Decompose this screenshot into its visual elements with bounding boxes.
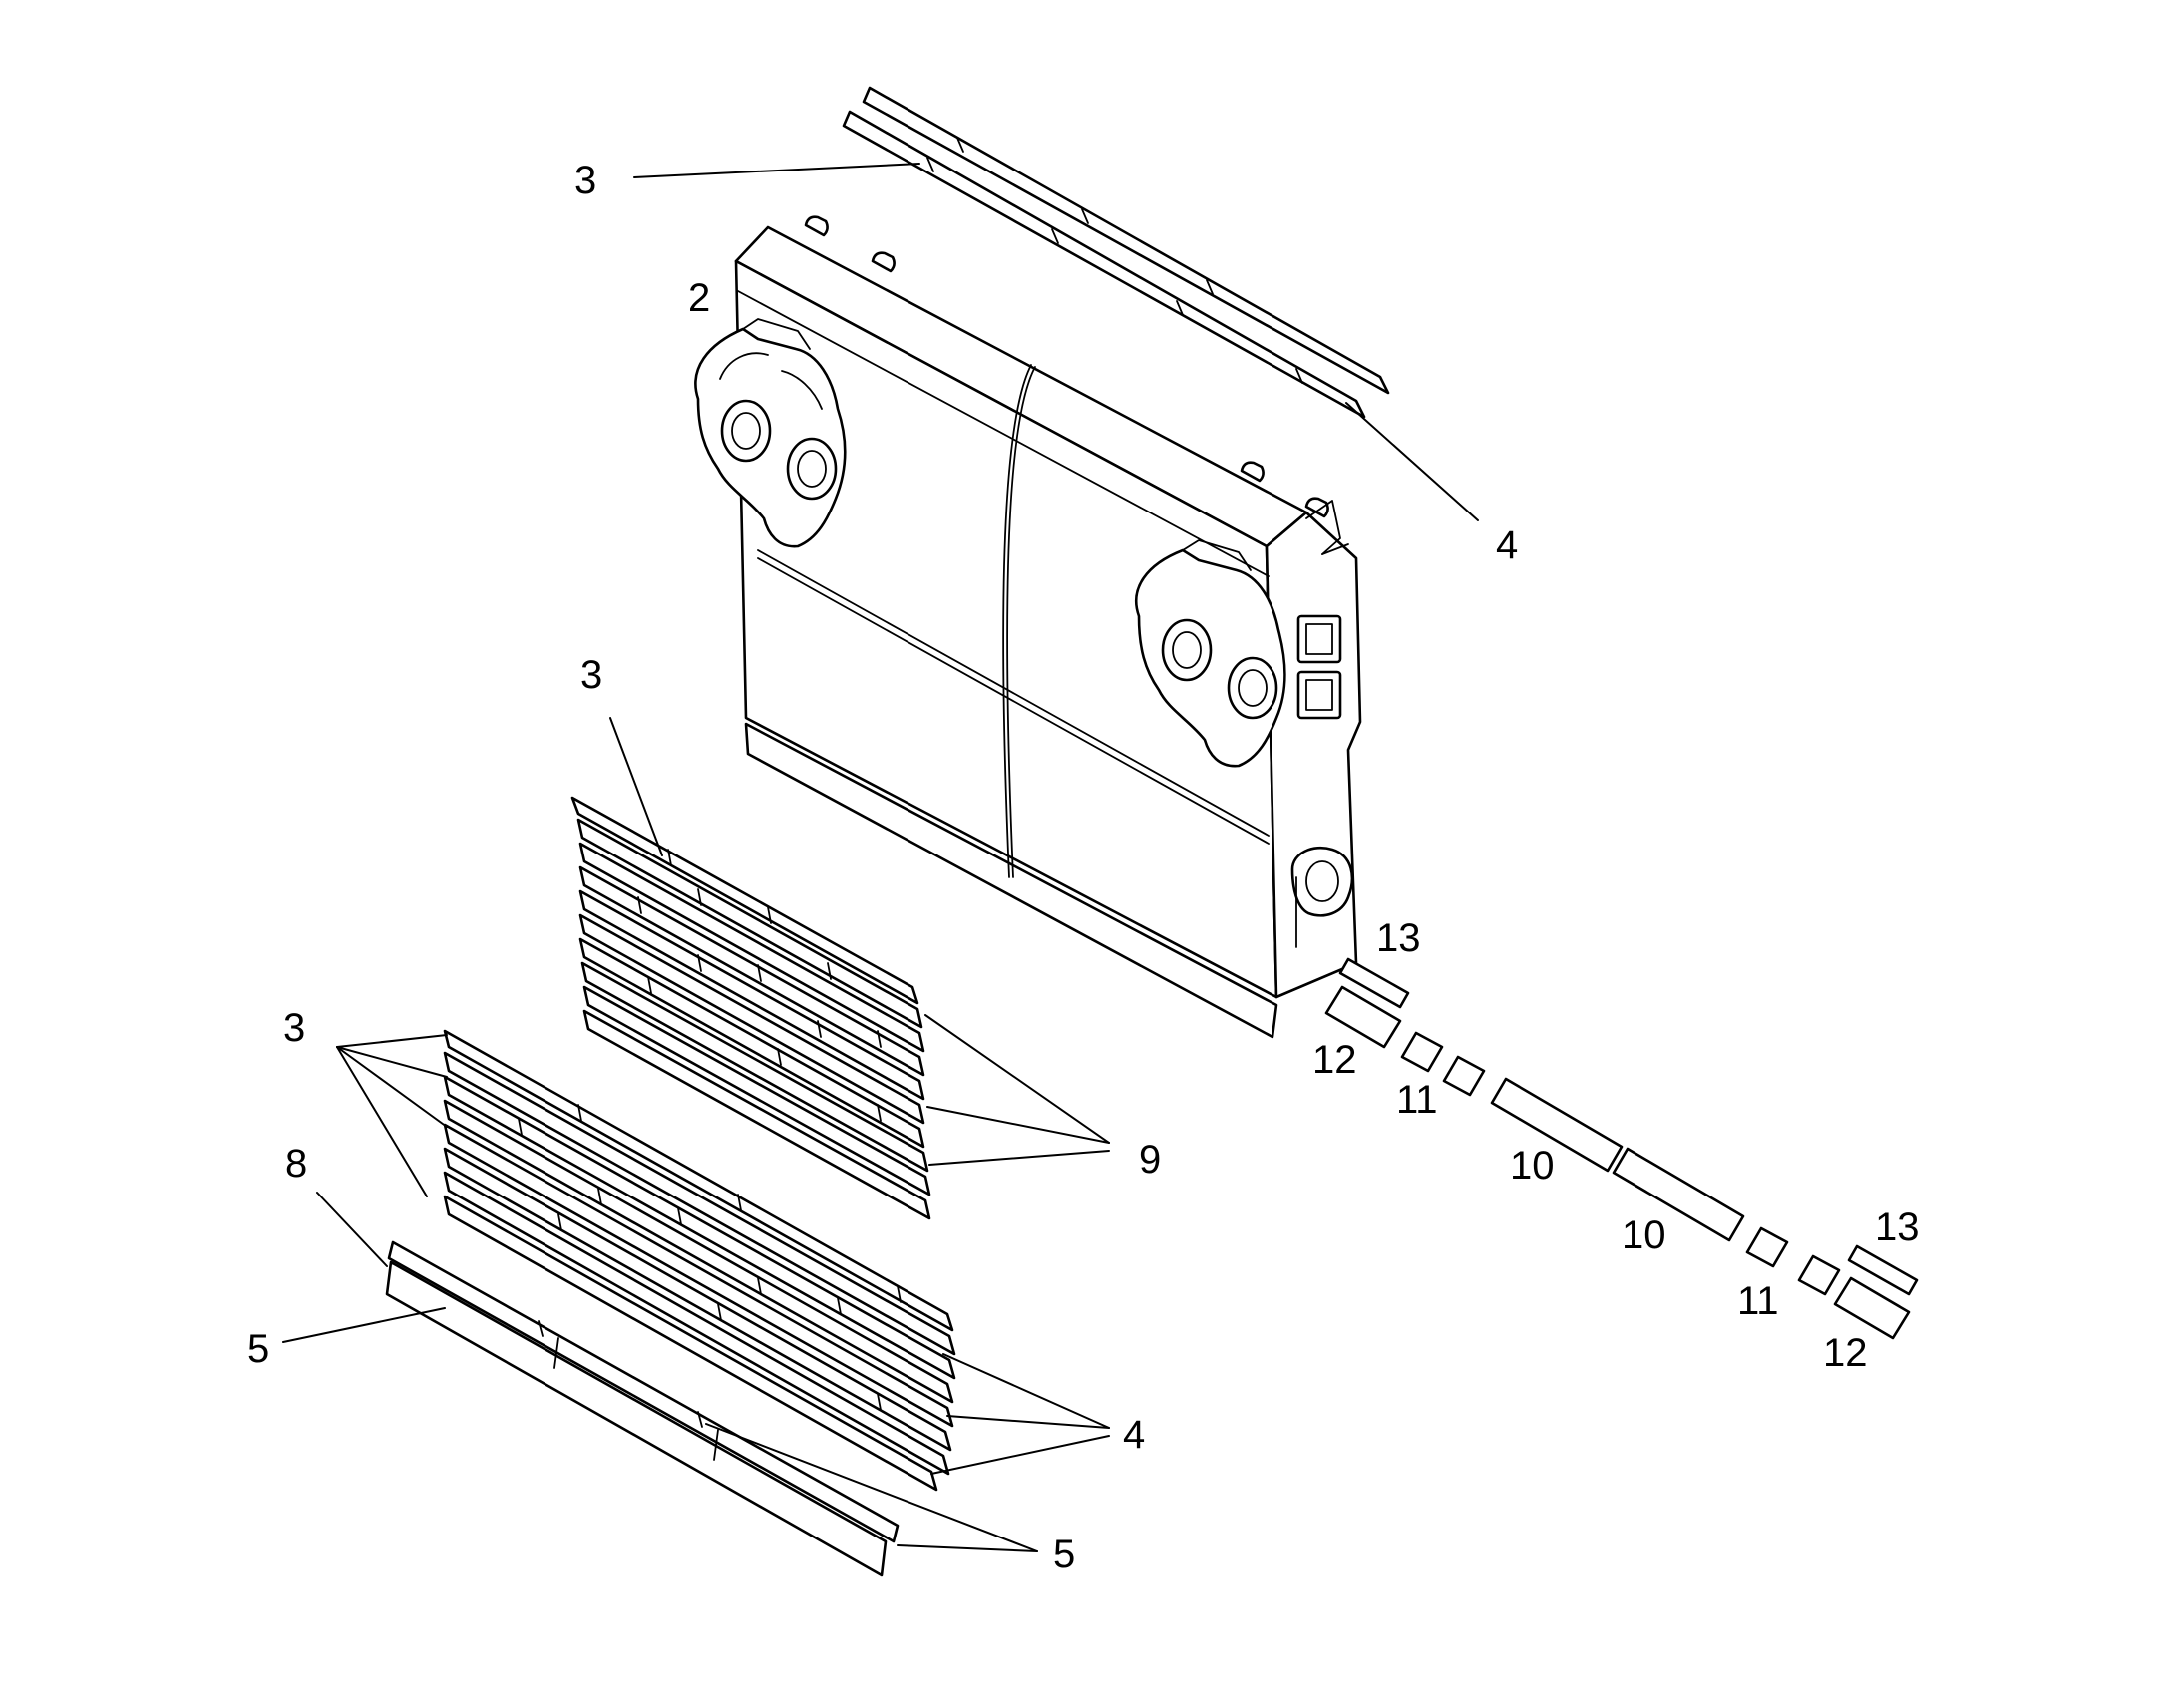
- part-10-b: [1612, 1147, 1745, 1242]
- callout-labels: 3 2 4 3 3 8 5 13 12 11 10 10 11 13 12 11…: [247, 159, 1920, 1576]
- lifting-lug: [1240, 461, 1265, 483]
- part-11-a: [1400, 1031, 1444, 1073]
- lifting-lug: [804, 215, 829, 237]
- part-10-a: [1490, 1077, 1624, 1173]
- callout-label: 13: [1376, 916, 1421, 960]
- callout-label: 2: [688, 276, 710, 320]
- part-12-upper: [1324, 985, 1402, 1049]
- callout-label: 9: [1139, 1138, 1161, 1182]
- lower-hinge-eye: [1290, 847, 1354, 917]
- part-11-b: [1442, 1055, 1486, 1097]
- callout-label: 10: [1510, 1144, 1555, 1188]
- lower-wear-plate-pack: [443, 1029, 956, 1492]
- part-13-upper: [1338, 957, 1410, 1009]
- callout-label: 3: [283, 1006, 305, 1050]
- callout-label: 3: [574, 159, 596, 202]
- top-wear-strips: [842, 86, 1390, 419]
- callout-label: 3: [580, 653, 602, 697]
- callout-label: 12: [1823, 1331, 1868, 1375]
- callout-label: 11: [1396, 1078, 1438, 1122]
- part-12-lower: [1833, 1276, 1911, 1340]
- callout-label: 5: [1053, 1533, 1075, 1576]
- lifting-lug: [871, 251, 896, 273]
- leader-lines: [282, 163, 1479, 1552]
- side-mount-lower: [1296, 670, 1342, 720]
- lifting-lug: [1304, 497, 1329, 518]
- side-mount-upper: [1296, 614, 1342, 664]
- part-11-c: [1745, 1226, 1789, 1268]
- callout-label: 5: [247, 1327, 269, 1371]
- small-parts: [1324, 957, 1919, 1340]
- callout-label: 8: [285, 1142, 307, 1186]
- bottom-strips: [385, 1240, 900, 1577]
- callout-label: 13: [1875, 1205, 1920, 1249]
- callout-label: 10: [1622, 1213, 1666, 1257]
- part-13-lower: [1847, 1244, 1919, 1296]
- callout-label: 12: [1312, 1038, 1357, 1082]
- callout-label: 11: [1737, 1279, 1779, 1323]
- main-body: [694, 215, 1362, 1039]
- upper-wear-plate-pack: [570, 796, 931, 1220]
- callout-label: 4: [1496, 523, 1518, 567]
- part-11-d: [1797, 1254, 1841, 1296]
- callout-label: 4: [1123, 1413, 1145, 1457]
